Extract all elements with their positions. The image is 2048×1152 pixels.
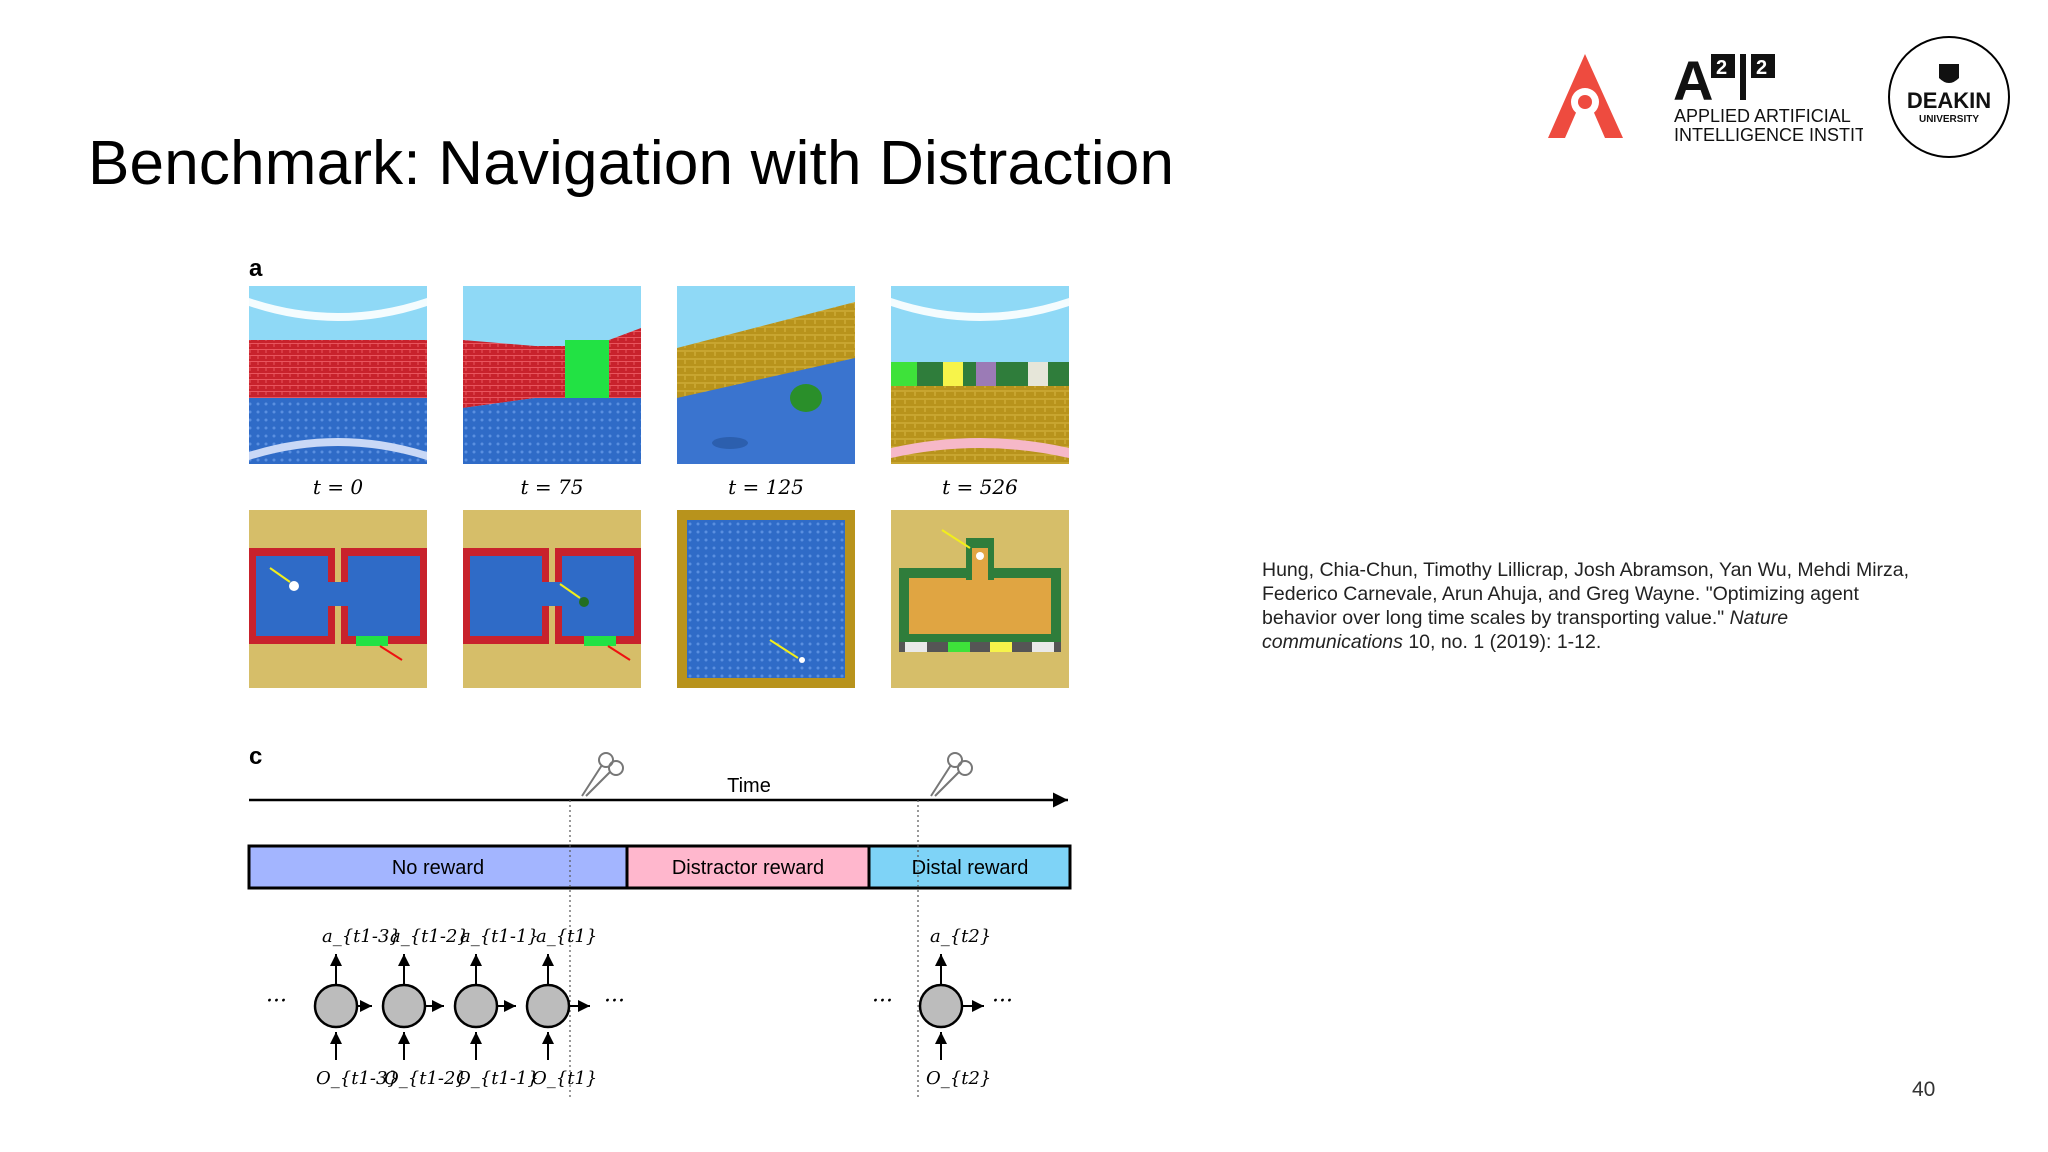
citation-journal: Nature communications — [1262, 607, 1789, 653]
segment-no-reward — [247, 844, 629, 890]
frame-t125-view — [677, 286, 855, 464]
a2i2-logo: A 2 2 APPLIED ARTIFICIAL INTELLIGENCE IN… — [1548, 50, 1863, 145]
frame-label-t125: t = 125 — [728, 475, 804, 499]
map-t75 — [463, 510, 641, 688]
svg-text:···: ··· — [992, 989, 1013, 1014]
segment-label-distractor: Distractor reward — [672, 857, 824, 879]
segment-distractor-reward — [625, 844, 871, 890]
frame-t0-view — [249, 286, 427, 464]
action-label: a_{t1-1} — [460, 926, 539, 947]
action-label: a_{t2} — [930, 926, 991, 947]
scissors-icon — [930, 752, 973, 797]
rnn-node — [381, 954, 427, 1060]
segment-label-distal: Distal reward — [912, 857, 1029, 879]
rnn-node — [453, 954, 499, 1060]
svg-text:2: 2 — [1756, 57, 1767, 79]
time-axis-label: Time — [727, 775, 771, 797]
reward-timeline-bar: No reward Distractor reward Distal rewar… — [247, 844, 1072, 890]
svg-text:···: ··· — [604, 989, 625, 1014]
rnn-node — [525, 954, 571, 1060]
a2i2-text-line2: INTELLIGENCE INSTITUTE — [1674, 125, 1863, 145]
page-number: 40 — [1912, 1078, 1936, 1101]
svg-text:···: ··· — [872, 989, 893, 1014]
a2i2-wordmark-letter: A — [1673, 50, 1713, 112]
a2i2-text-line1: APPLIED ARTIFICIAL — [1674, 106, 1851, 126]
scissors-icon — [581, 752, 624, 797]
frame-t526-view — [891, 286, 1069, 464]
action-label: a_{t1} — [536, 926, 597, 947]
svg-text:2: 2 — [1716, 57, 1727, 79]
deakin-emblem: DEAKIN UNIVERSITY — [1907, 64, 1991, 125]
svg-text:DEAKIN: DEAKIN — [1907, 88, 1991, 113]
frame-label-t526: t = 526 — [942, 475, 1018, 499]
observation-label: O_{t1} — [532, 1068, 597, 1089]
panel-c-label: c — [249, 743, 262, 770]
segment-label-no-reward: No reward — [392, 857, 484, 879]
observation-label: O_{t1-2} — [384, 1068, 467, 1089]
rnn-node — [918, 954, 964, 1060]
slide-title: Benchmark: Navigation with Distraction — [88, 129, 1175, 198]
reference-citation: Hung, Chia-Chun, Timothy Lillicrap, Josh… — [1262, 558, 1922, 654]
map-t125 — [677, 510, 855, 688]
observation-label: O_{t1-1} — [456, 1068, 539, 1089]
panel-a-label: a — [249, 255, 263, 282]
citation-authors-title: Hung, Chia-Chun, Timothy Lillicrap, Josh… — [1262, 559, 1910, 629]
citation-details: 10, no. 1 (2019): 1-12. — [1408, 631, 1602, 653]
svg-text:···: ··· — [266, 989, 287, 1014]
research-figure: a t = 0 t = 75 t = 125 t = — [247, 255, 1072, 1098]
observation-label: O_{t1-3} — [316, 1068, 399, 1089]
deakin-logo: DEAKIN UNIVERSITY — [1888, 36, 2010, 158]
frame-label-t75: t = 75 — [521, 475, 584, 499]
action-label: a_{t1-2} — [390, 926, 469, 947]
map-t0 — [249, 510, 427, 688]
segment-distal-reward — [867, 844, 1072, 890]
observation-label: O_{t2} — [926, 1068, 991, 1089]
frame-t75-view — [463, 286, 641, 464]
action-label: a_{t1-3} — [322, 926, 401, 947]
frame-label-t0: t = 0 — [313, 475, 364, 499]
rnn-node — [313, 954, 359, 1060]
map-t526 — [891, 510, 1069, 688]
rnn-chain: ··· ··· ··· ··· — [266, 926, 1013, 1089]
svg-text:UNIVERSITY: UNIVERSITY — [1919, 114, 1979, 125]
